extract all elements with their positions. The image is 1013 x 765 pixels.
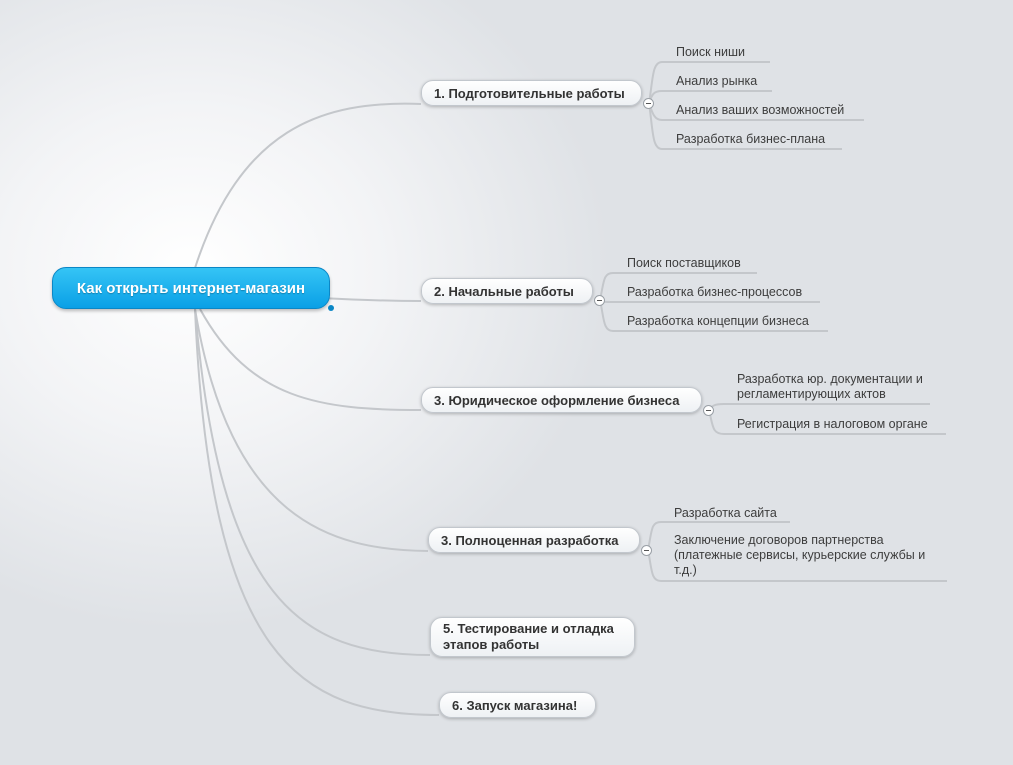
branch-topic-label: 2. Начальные работы xyxy=(434,283,574,299)
leaf-topic[interactable]: Разработка юр. документации и регламенти… xyxy=(737,372,923,401)
branch-topic-label: 6. Запуск магазина! xyxy=(452,697,578,713)
branch-topic-label: 3. Полноценная разработка xyxy=(441,532,619,548)
branch-topic-label: 3. Юридическое оформление бизнеса xyxy=(434,392,680,408)
leaf-topic[interactable]: Анализ ваших возможностей xyxy=(676,103,845,117)
branch-topic-1[interactable]: 1. Подготовительные работы xyxy=(421,80,642,106)
root-topic[interactable]: Как открыть интернет-магазин xyxy=(52,267,330,309)
leaf-topic[interactable]: Анализ рынка xyxy=(676,74,758,88)
leaf-topic[interactable]: Поиск поставщиков xyxy=(627,256,741,270)
root-topic-label: Как открыть интернет-магазин xyxy=(76,279,306,297)
leaf-topic[interactable]: Разработка концепции бизнеса xyxy=(627,314,809,328)
collapse-toggle-icon[interactable] xyxy=(594,295,605,306)
leaf-topic[interactable]: Разработка бизнес-плана xyxy=(676,132,826,146)
branch-topic-6[interactable]: 6. Запуск магазина! xyxy=(439,692,596,718)
branch-topic-3[interactable]: 3. Юридическое оформление бизнеса xyxy=(421,387,702,413)
leaf-topic[interactable]: Разработка сайта xyxy=(674,506,777,520)
leaf-topic[interactable]: Разработка бизнес-процессов xyxy=(627,285,803,299)
branch-topic-label: 1. Подготовительные работы xyxy=(434,85,625,101)
collapse-toggle-icon[interactable] xyxy=(641,545,652,556)
branch-topic-5[interactable]: 5. Тестирование и отладка этапов работы xyxy=(430,617,635,657)
branch-topic-2[interactable]: 2. Начальные работы xyxy=(421,278,593,304)
leaf-topic[interactable]: Регистрация в налоговом органе xyxy=(737,417,928,431)
root-anchor-dot xyxy=(328,305,334,311)
branch-topic-label: 5. Тестирование и отладка этапов работы xyxy=(443,621,614,652)
leaf-topic[interactable]: Поиск ниши xyxy=(676,45,746,59)
leaf-topic[interactable]: Заключение договоров партнерства (платеж… xyxy=(674,533,926,577)
branch-topic-4[interactable]: 3. Полноценная разработка xyxy=(428,527,640,553)
collapse-toggle-icon[interactable] xyxy=(703,405,714,416)
collapse-toggle-icon[interactable] xyxy=(643,98,654,109)
